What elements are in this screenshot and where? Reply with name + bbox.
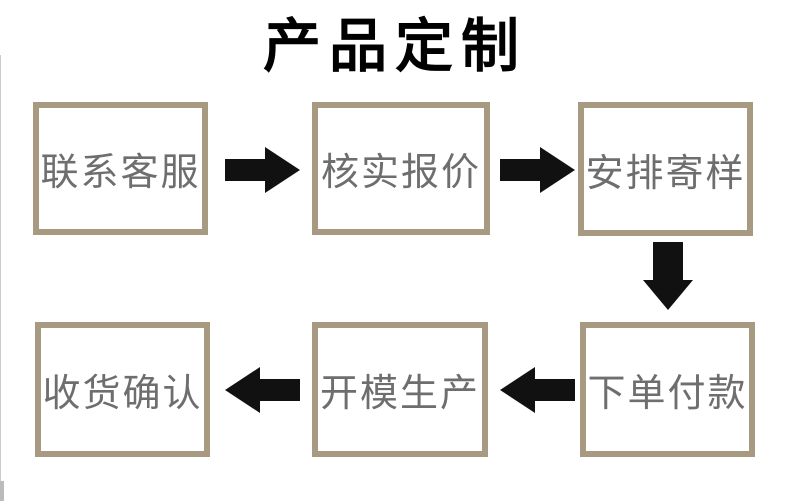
- flow-step-label: 核实报价: [320, 150, 481, 194]
- flow-step-label: 安排寄样: [585, 150, 746, 195]
- flow-step-label: 下单付款: [587, 371, 748, 415]
- flow-step-receipt: 收货确认: [35, 322, 210, 457]
- flow-step-contact: 联系客服: [33, 102, 208, 235]
- flow-step-sample: 安排寄样: [578, 102, 753, 236]
- arrow-left-icon: [500, 367, 575, 413]
- flow-step-pay: 下单付款: [580, 322, 755, 457]
- flow-step-label: 收货确认: [42, 371, 203, 415]
- left-edge-line: [0, 55, 1, 501]
- flow-step-label: 开模生产: [319, 371, 480, 415]
- arrow-down-icon: [643, 242, 693, 310]
- bottom-left-corner-artifact: [0, 481, 4, 501]
- arrow-right-icon: [500, 147, 575, 193]
- flow-step-label: 联系客服: [40, 150, 201, 194]
- arrow-right-icon: [225, 147, 300, 193]
- flow-step-production: 开模生产: [312, 322, 488, 457]
- page-title: 产品定制: [262, 12, 527, 80]
- arrow-left-icon: [225, 367, 300, 413]
- flow-step-quote: 核实报价: [312, 102, 490, 235]
